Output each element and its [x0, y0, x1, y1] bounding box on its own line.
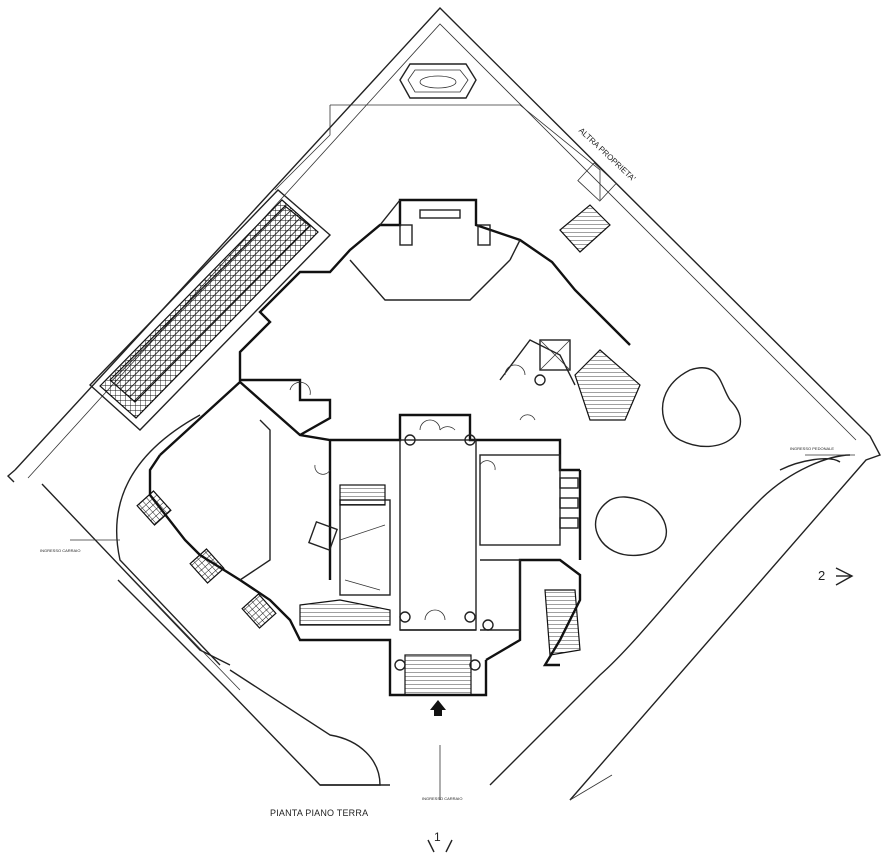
staircases	[299, 204, 641, 696]
bay-windows	[399, 209, 579, 529]
interior-walls	[239, 199, 576, 631]
neighbor-strip	[274, 104, 617, 202]
plan-title: PIANTA PIANO TERRA	[270, 808, 369, 818]
access-label-left: INGRESSO CARRAIO	[40, 548, 81, 553]
entrance-arrow-icon	[430, 700, 446, 716]
fountain	[399, 63, 477, 99]
access-label-bottom: INGRESSO CARRAIO	[422, 796, 463, 801]
columns	[394, 374, 546, 671]
doors	[289, 364, 536, 621]
gazebo	[308, 521, 386, 591]
section-symbol-2	[835, 567, 854, 586]
lift-shaft	[539, 339, 571, 371]
pavers	[136, 490, 277, 629]
section-symbol-1	[427, 839, 453, 853]
axis-lines	[70, 454, 855, 800]
pergola-strip	[88, 189, 332, 431]
section-mark-1: 1	[434, 830, 441, 844]
access-label-right: INGRESSO PEDONALE	[790, 446, 835, 451]
section-mark-2: 2	[818, 568, 826, 583]
garden-beds	[116, 367, 851, 786]
